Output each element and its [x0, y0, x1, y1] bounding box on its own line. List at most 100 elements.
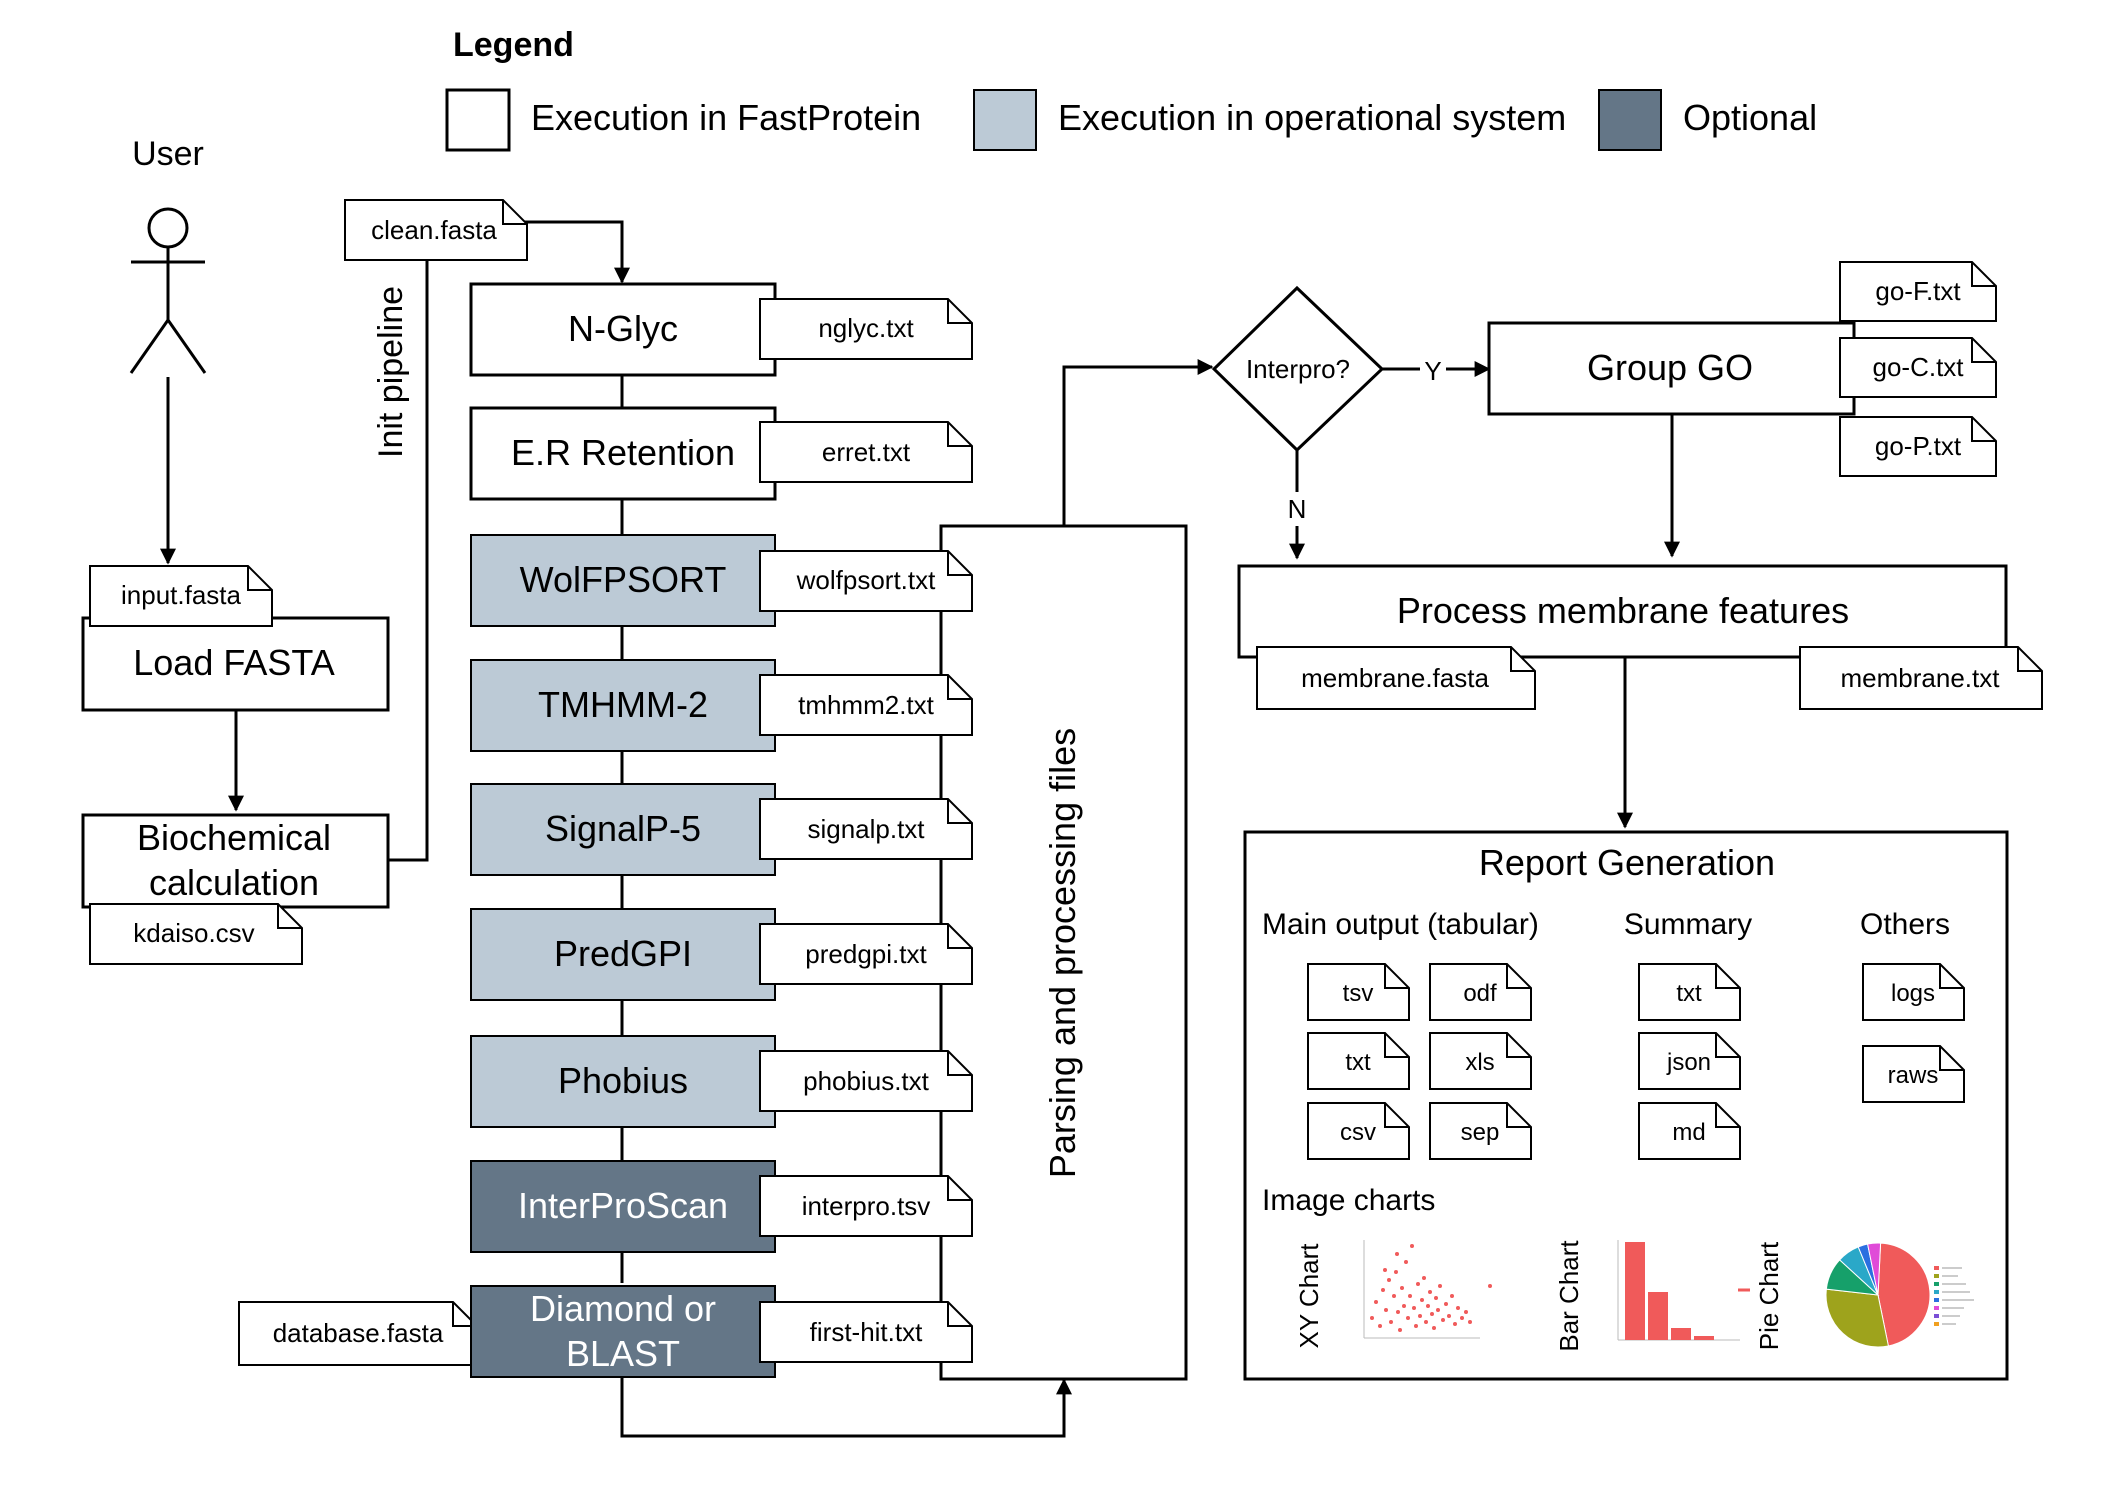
report-summary-md: md	[1638, 1102, 1741, 1160]
yes-label-bg	[1420, 352, 1446, 386]
user-label: User	[132, 135, 204, 173]
file-phobius: phobius.txt	[759, 1050, 973, 1112]
pie-chart-slices	[1825, 1242, 1931, 1348]
report-file-odf-label: odf	[1463, 980, 1497, 1007]
bar-chart-bar	[1648, 1292, 1668, 1340]
file-nglyc: nglyc.txt	[759, 298, 973, 360]
pie-chart-label: Pie Chart	[1754, 1241, 1784, 1350]
legend-swatch-optional	[1598, 89, 1662, 151]
tool-signalp-label: SignalP-5	[545, 808, 701, 849]
file-erret: erret.txt	[759, 421, 973, 483]
report-file-txt-label: txt	[1345, 1049, 1371, 1076]
no-label: N	[1288, 494, 1307, 524]
bar-chart-bar	[1694, 1336, 1714, 1340]
report-panel: Report Generation Main output (tabular) …	[1243, 830, 2009, 1381]
file-database-label: database.fasta	[273, 1318, 444, 1348]
tool-interproscan: InterProScan	[470, 1160, 776, 1253]
tool-signalp: SignalP-5	[470, 783, 776, 876]
report-summary-txt-label: txt	[1676, 980, 1702, 1007]
parsing-node: Parsing and processing files	[939, 524, 1188, 1381]
report-summary-json: json	[1638, 1032, 1741, 1090]
xy-chart-points	[1370, 1244, 1492, 1332]
pie-chart-slice	[1877, 1242, 1931, 1347]
file-wolfpsort-label: wolfpsort.txt	[796, 565, 936, 595]
legend: Legend Execution in FastProtein Executio…	[445, 26, 1817, 152]
file-input-fasta-label: input.fasta	[121, 580, 242, 610]
group-go-node: Group GO	[1487, 321, 1856, 416]
tool-tmhmm-label: TMHMM-2	[538, 684, 708, 725]
file-go-p-label: go-P.txt	[1875, 431, 1962, 461]
user-figure-icon	[129, 207, 207, 374]
file-predgpi: predgpi.txt	[759, 923, 973, 985]
file-membrane-txt: membrane.txt	[1799, 646, 2043, 710]
biochemical-label-line1: Biochemical	[137, 817, 331, 858]
legend-label-optional: Optional	[1683, 97, 1817, 138]
file-membrane-txt-label: membrane.txt	[1841, 663, 2001, 693]
tool-erret-label: E.R Retention	[511, 432, 735, 473]
pie-chart-slice	[1867, 1242, 1882, 1296]
tool-wolfpsort: WolFPSORT	[470, 534, 776, 627]
legend-swatch-operational	[973, 89, 1037, 151]
file-go-p: go-P.txt	[1839, 416, 1997, 477]
pie-chart-thumbnail	[1825, 1242, 1974, 1348]
report-file-txt: txt	[1307, 1032, 1410, 1090]
file-signalp-label: signalp.txt	[807, 814, 925, 844]
edge-bio-to-clean	[388, 256, 429, 862]
file-nglyc-label: nglyc.txt	[818, 313, 914, 343]
legend-swatch-fastprotein	[445, 88, 511, 152]
tool-predgpi-label: PredGPI	[554, 933, 692, 974]
edge-diamond-to-parsing	[620, 1375, 1072, 1438]
file-signalp: signalp.txt	[759, 798, 973, 860]
report-summary-title: Summary	[1624, 908, 1752, 941]
tool-phobius-label: Phobius	[558, 1060, 688, 1101]
tool-erret: E.R Retention	[469, 406, 777, 501]
yes-label: Y	[1424, 356, 1441, 386]
file-first-hit: first-hit.txt	[759, 1301, 973, 1363]
file-database-fasta: database.fasta	[238, 1301, 478, 1366]
report-summary-md-label: md	[1672, 1119, 1705, 1146]
file-phobius-label: phobius.txt	[803, 1066, 930, 1096]
membrane-label: Process membrane features	[1397, 590, 1849, 631]
file-interpro-label: interpro.tsv	[802, 1191, 931, 1221]
report-file-xls-label: xls	[1465, 1049, 1494, 1076]
file-input-fasta: input.fasta	[89, 565, 273, 627]
bar-chart-bar	[1625, 1242, 1645, 1340]
report-file-csv: csv	[1307, 1102, 1410, 1160]
report-summary-json-label: json	[1666, 1049, 1711, 1076]
legend-title: Legend	[453, 26, 574, 64]
report-title: Report Generation	[1479, 842, 1775, 883]
xy-chart-thumbnail	[1363, 1240, 1492, 1339]
bar-chart-bar	[1671, 1328, 1691, 1340]
report-others-logs: logs	[1862, 963, 1965, 1021]
file-wolfpsort: wolfpsort.txt	[759, 550, 973, 612]
tool-interproscan-label: InterProScan	[518, 1185, 728, 1226]
report-others-raws: raws	[1862, 1045, 1965, 1103]
report-others-title: Others	[1860, 908, 1950, 941]
file-interpro: interpro.tsv	[759, 1175, 973, 1237]
biochemical-label-line2: calculation	[149, 862, 319, 903]
tool-tmhmm: TMHMM-2	[470, 659, 776, 752]
file-clean-fasta-label: clean.fasta	[371, 215, 497, 245]
tool-nglyc-label: N-Glyc	[568, 308, 678, 349]
file-first-hit-label: first-hit.txt	[810, 1317, 923, 1347]
file-go-f-label: go-F.txt	[1875, 276, 1961, 306]
tool-phobius: Phobius	[470, 1035, 776, 1128]
biochemical-node: Biochemical calculation	[81, 813, 390, 909]
load-fasta-node: Load FASTA	[81, 616, 390, 712]
tool-nglyc: N-Glyc	[469, 282, 777, 377]
file-go-c-label: go-C.txt	[1872, 352, 1964, 382]
bar-chart-label: Bar Chart	[1554, 1240, 1584, 1352]
report-file-sep-label: sep	[1461, 1119, 1500, 1146]
file-membrane-fasta: membrane.fasta	[1256, 646, 1536, 710]
report-summary-txt: txt	[1638, 963, 1741, 1021]
bar-chart-thumbnail	[1617, 1240, 1750, 1341]
parsing-label: Parsing and processing files	[1042, 728, 1083, 1178]
file-kdaiso-label: kdaiso.csv	[133, 918, 254, 948]
report-file-tsv: tsv	[1307, 963, 1410, 1021]
group-go-label: Group GO	[1587, 347, 1753, 388]
init-pipeline-label: Init pipeline	[372, 286, 410, 458]
interpro-decision-label: Interpro?	[1246, 354, 1350, 384]
legend-label-fastprotein: Execution in FastProtein	[531, 97, 921, 138]
xy-chart-label: XY Chart	[1294, 1243, 1324, 1349]
